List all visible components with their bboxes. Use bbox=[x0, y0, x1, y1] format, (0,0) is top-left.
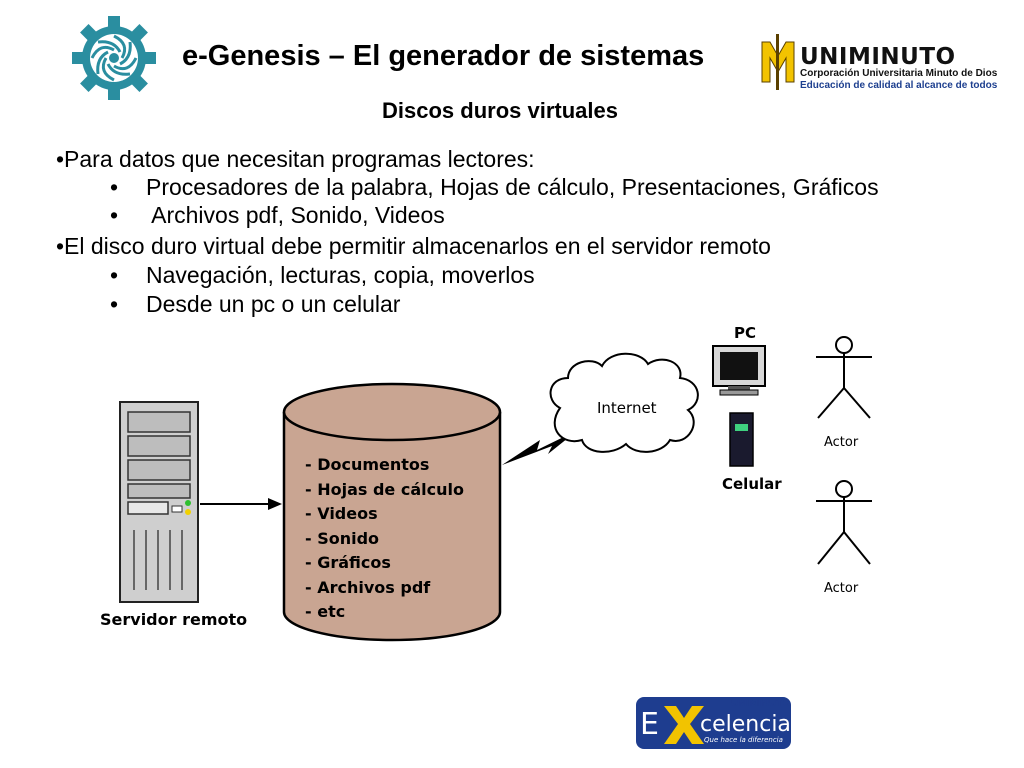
server-label: Servidor remoto bbox=[100, 610, 247, 629]
uniminuto-tagline-1: Corporación Universitaria Minuto de Dios bbox=[800, 68, 998, 79]
sub-bullet-2-1: •Navegación, lecturas, copia, moverlos bbox=[110, 262, 535, 288]
bullet-marker: • bbox=[110, 174, 119, 200]
uniminuto-logo-icon bbox=[761, 34, 795, 90]
actor-label: Actor bbox=[824, 435, 859, 450]
disk-item: - Gráficos bbox=[305, 553, 391, 572]
disk-item: - Documentos bbox=[305, 455, 429, 474]
actor-icon bbox=[816, 336, 872, 419]
excelencia-logo-icon: UNIMINUTO E celencia Que hace la diferen… bbox=[636, 697, 791, 749]
arrow-head-icon bbox=[268, 498, 282, 510]
excelencia-e: E bbox=[640, 707, 659, 742]
cloud-label: Internet bbox=[597, 399, 657, 417]
pc-monitor-icon bbox=[712, 345, 766, 396]
internet-cloud-icon bbox=[549, 352, 699, 453]
bullet-1: •Para datos que necesitan programas lect… bbox=[56, 146, 535, 172]
uniminuto-tagline-2: Educación de calidad al alcance de todos bbox=[800, 80, 998, 91]
sub-bullet-2-2: •Desde un pc o un celular bbox=[110, 291, 401, 317]
virtual-disk-icon bbox=[282, 382, 502, 642]
disk-item: - Sonido bbox=[305, 529, 379, 548]
phone-icon bbox=[729, 412, 754, 467]
disk-item-list: - Documentos - Hojas de cálculo - Videos… bbox=[305, 455, 464, 621]
excelencia-top: UNIMINUTO bbox=[731, 699, 790, 709]
actor-label: Actor bbox=[824, 581, 859, 596]
sub-bullet-1-1: •Procesadores de la palabra, Hojas de cá… bbox=[110, 174, 879, 200]
actor-icon bbox=[816, 480, 872, 565]
disk-item: - etc bbox=[305, 602, 345, 621]
disk-item: - Archivos pdf bbox=[305, 578, 431, 597]
bullet-marker: • bbox=[110, 202, 119, 228]
excelencia-rest: celencia bbox=[700, 712, 791, 737]
bullet-marker: • bbox=[110, 262, 119, 288]
page-title: e-Genesis – El generador de sistemas bbox=[182, 40, 705, 72]
bullet-marker: • bbox=[110, 291, 119, 317]
uniminuto-name: UNIMINUTO bbox=[800, 44, 956, 70]
excelencia-tagline: Que hace la diferencia bbox=[704, 736, 783, 744]
phone-label: Celular bbox=[722, 475, 782, 493]
bullet-2: •El disco duro virtual debe permitir alm… bbox=[56, 233, 771, 259]
sub-bullet-1-2: • Archivos pdf, Sonido, Videos bbox=[110, 202, 445, 228]
server-tower-icon bbox=[119, 401, 199, 603]
gear-logo-icon bbox=[72, 16, 156, 100]
pc-label: PC bbox=[734, 324, 756, 342]
section-subtitle: Discos duros virtuales bbox=[382, 98, 618, 123]
lightning-bolt-icon bbox=[502, 430, 578, 465]
disk-item: - Hojas de cálculo bbox=[305, 480, 464, 499]
disk-item: - Videos bbox=[305, 504, 378, 523]
